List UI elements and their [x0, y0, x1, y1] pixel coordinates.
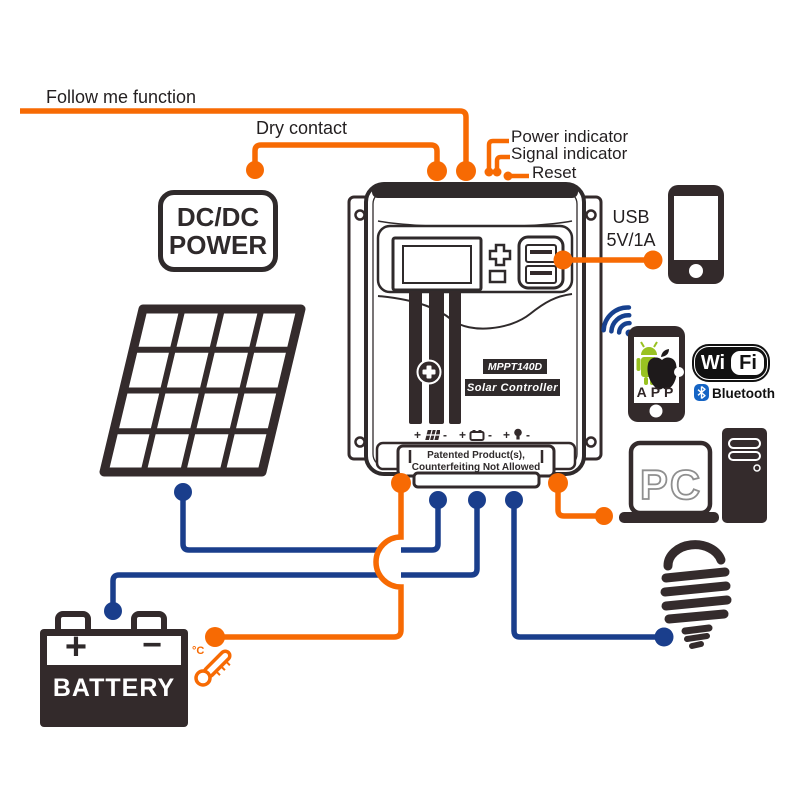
bluetooth-logo: [694, 384, 709, 401]
battery-plus-sign: +: [64, 626, 88, 668]
app-phone-icon: [628, 326, 685, 422]
usb-label: USB 5V/1A: [598, 206, 664, 252]
smartphone-icon: [668, 185, 724, 284]
terminal-load-icon: [514, 428, 522, 440]
apple-logo: [647, 349, 684, 390]
patent-line1: Patented Product(s),: [427, 450, 525, 461]
terminal-plus: +: [414, 427, 422, 442]
battery-wire: [104, 491, 486, 620]
dcdc-power-box: DC/DC POWER: [158, 190, 278, 272]
terminal-plus: +: [459, 427, 467, 442]
battery-minus-sign: −: [142, 626, 162, 664]
dry-contact-label: Dry contact: [256, 118, 348, 138]
controller-graphic: [347, 182, 603, 489]
solar-panel-icon: [99, 304, 306, 477]
controller-product-badge: Solar Controller: [465, 379, 560, 396]
terminal-battery: + -: [459, 427, 492, 442]
follow-me-label: Follow me function: [46, 87, 197, 107]
plus-button: [488, 243, 512, 267]
usb-port: [517, 235, 565, 290]
usb-wire: [553, 250, 663, 270]
wifi-logo: [692, 344, 770, 382]
usb-label-line1: USB: [612, 207, 650, 227]
menu-button: [488, 269, 507, 284]
terminal-battery-icon: [469, 429, 485, 441]
patent-notice: Patented Product(s), Counterfeiting Not …: [398, 450, 554, 473]
terminal-minus: -: [443, 427, 448, 442]
controller-model-badge: MPPT140D: [483, 359, 547, 374]
terminal-load: + -: [503, 427, 530, 442]
terminal-cover: [375, 441, 577, 489]
signal-indicator-pointer: [494, 154, 510, 170]
app-label: APP: [636, 384, 678, 400]
temp-unit-label: °C: [192, 645, 205, 657]
indicator-pointers: [484, 138, 529, 181]
pc-label: PC: [640, 461, 702, 508]
temp-sensor-wire: [205, 473, 411, 647]
wifi-wi-label: Wi: [700, 351, 726, 374]
pc-wire: [548, 473, 613, 525]
follow-me-wire: [20, 108, 476, 181]
power-indicator-label: Power indicator: [511, 127, 629, 146]
dcdc-line2: POWER: [168, 230, 268, 260]
terminal-plus: +: [503, 427, 511, 442]
terminal-pv-icon: [425, 429, 441, 440]
usb-label-line2: 5V/1A: [606, 230, 656, 250]
heatsink-stripes: [409, 291, 461, 424]
load-wire: [505, 491, 674, 647]
controller-top-bar: [372, 186, 578, 198]
dcdc-line1: DC/DC: [176, 202, 260, 232]
power-indicator-pointer: [486, 138, 509, 170]
pc-tower-icon: [722, 428, 767, 523]
bluetooth-label: Bluetooth: [712, 386, 775, 401]
terminal-minus: -: [526, 427, 531, 442]
light-bulb-icon: [660, 540, 732, 649]
signal-indicator-label: Signal indicator: [511, 144, 628, 163]
battery-label: BATTERY: [52, 674, 176, 702]
terminal-minus: -: [488, 427, 493, 442]
dry-contact-wire: [246, 142, 447, 181]
pc-icon: PC: [619, 428, 767, 523]
wifi-fi-label: Fi: [739, 351, 757, 374]
screw-plus-emblem: [416, 359, 442, 385]
battery-icon: [40, 611, 188, 727]
pv-wire: [174, 483, 447, 553]
reset-label: Reset: [532, 163, 577, 182]
thermometer-icon: [194, 649, 232, 687]
patent-line2: Counterfeiting Not Allowed: [411, 461, 541, 473]
terminal-pv: + -: [414, 427, 447, 442]
